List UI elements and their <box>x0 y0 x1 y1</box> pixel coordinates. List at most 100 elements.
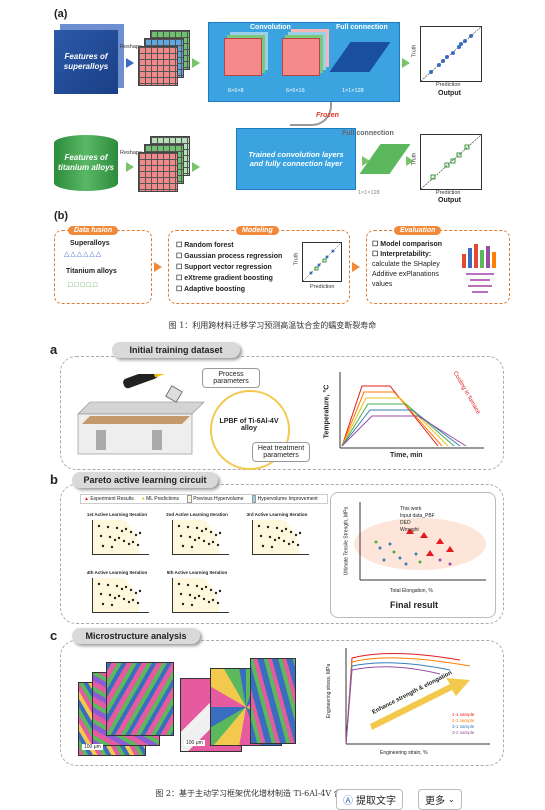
stress-axis-label: Engineering stress, MPa <box>326 663 333 719</box>
frozen-label: Frozen <box>316 112 339 119</box>
dim-label: 1×1×128 <box>342 88 364 94</box>
data-fusion-tab: Data fusion <box>68 226 119 235</box>
final-uts-label: Ultimate Tensile Strength, MPa <box>343 506 350 576</box>
truth-label: Truth <box>411 44 418 58</box>
output-label: Output <box>438 90 461 97</box>
legend-item: Previous Hypervolume <box>187 495 244 503</box>
panel-label-b: (b) <box>54 210 69 222</box>
iteration-plot: 1st Active Learning Iteration <box>82 512 152 560</box>
arrow-icon <box>192 58 200 68</box>
temperature-axis-label: Temperature, °C <box>323 384 331 439</box>
superalloys-features-label: Features of superalloys <box>63 52 109 71</box>
extract-text-button[interactable]: Ⓐ 提取文字 <box>336 789 403 810</box>
modeling-tab: Modeling <box>236 226 279 235</box>
panel-label-c: c <box>50 628 58 643</box>
section-a-box <box>60 356 504 470</box>
iteration-scatter <box>172 578 229 613</box>
sample-legend-item: 3-1 sample <box>452 724 475 729</box>
model-item: ☐ Adaptive boosting <box>176 286 246 293</box>
feature-map <box>282 38 320 76</box>
iteration-plot: 3rd Active Learning Iteration <box>242 512 312 560</box>
ebsd-map <box>250 658 296 744</box>
legend-item: ▲ Experiment Results <box>84 496 134 502</box>
final-legend-item: This work <box>400 506 422 512</box>
scatter-plot <box>302 242 342 282</box>
strain-axis-label: Engineering strain, % <box>380 750 428 756</box>
iteration-title: 4th Active Learning Iteration <box>86 570 148 575</box>
titanium-alloys-label: Titanium alloys <box>66 268 117 275</box>
arrow-icon <box>126 162 134 172</box>
eval-list: ☐ Model comparison ☐ Interpretability: c… <box>372 240 456 290</box>
section-b-title: Pareto active learning circuit <box>72 472 218 488</box>
section-c-box <box>60 640 504 766</box>
legend-item: Hypervolume Improvement <box>251 495 318 503</box>
iteration-title: 3rd Active Learning Iteration <box>246 512 308 517</box>
panel-label-a: a <box>50 342 58 357</box>
figure-2-caption: 图 2：基于主动学习框架优化增材制造 Ti-6Al-4V 合金的工艺参数 <box>155 789 390 798</box>
more-button[interactable]: 更多 ⌄ <box>418 789 462 810</box>
chevron-down-icon: ⌄ <box>448 795 455 804</box>
final-legend-item: DED <box>400 520 411 526</box>
triangle-icons: △△△△△△ <box>64 251 103 258</box>
reshape-label: Reshape <box>120 150 143 156</box>
iteration-plot: 2nd Active Learning Iteration <box>162 512 232 560</box>
figure-1: (a) Features of superalloys Reshape Conv… <box>40 0 510 330</box>
stress-strain-plot <box>330 644 494 756</box>
section-a-title: Initial training dataset <box>112 342 240 358</box>
reshape-label: Reshape <box>120 44 143 50</box>
sample-legend-item: 2-1 sample <box>452 718 475 723</box>
sample-legend-item: 3-2 sample <box>452 730 475 735</box>
dim-label: 6×6×8 <box>228 88 244 94</box>
eval-item: ☐ Interpretability: <box>372 251 432 258</box>
model-item: ☐ Support vector regression <box>176 264 272 271</box>
figure-2: a Initial training dataset Process param… <box>50 338 510 766</box>
final-legend-item: Wrought <box>400 527 419 533</box>
iteration-scatter <box>252 520 309 555</box>
bar-chart-icon <box>460 240 502 296</box>
model-list: ☐ Random forest ☐ Gaussian process regre… <box>176 240 282 295</box>
iteration-scatter <box>92 578 149 613</box>
temperature-chart <box>339 372 484 449</box>
scale-bar: 100 μm <box>184 740 205 746</box>
final-result-label: Final result <box>390 600 439 610</box>
prediction-label: Prediction <box>436 82 461 88</box>
model-item: ☐ Gaussian process regression <box>176 253 283 260</box>
titanium-features-block: Features of titanium alloys <box>54 135 118 191</box>
arrow-icon <box>192 162 200 172</box>
final-result-box <box>330 492 496 618</box>
truth-label: Truth <box>293 252 300 266</box>
input-grid <box>138 46 178 86</box>
convolution-label: Convolution <box>250 24 291 31</box>
square-icons: □□□□□ <box>68 282 100 289</box>
panel-label-b: b <box>50 472 58 487</box>
arrow-icon <box>352 262 360 272</box>
arrow-icon <box>362 156 370 166</box>
output-scatter <box>420 26 482 82</box>
iteration-plot: 4th Active Learning Iteration <box>82 570 152 618</box>
prediction-label: Prediction <box>310 284 335 290</box>
feature-map <box>224 38 262 76</box>
output-label: Output <box>438 197 461 204</box>
final-legend: This work Input data_PBF DED Wrought <box>400 506 435 534</box>
iteration-title: 1st Active Learning Iteration <box>86 512 148 517</box>
evaluation-tab: Evaluation <box>394 226 442 235</box>
sample-legend: 1-1 sample 2-1 sample 3-1 sample 3-2 sam… <box>452 712 474 736</box>
scatter-plot <box>420 134 482 190</box>
arrow-icon <box>406 156 414 166</box>
sample-legend-item: 1-1 sample <box>452 712 475 717</box>
superalloys-features-block: Features of superalloys <box>54 30 118 94</box>
iteration-plot: 5th Active Learning Iteration <box>162 570 232 618</box>
final-plot <box>350 498 490 588</box>
extract-text-label: 提取文字 <box>356 796 396 807</box>
arrow-icon <box>154 262 162 272</box>
section-b-box <box>60 484 504 624</box>
dim-label: 1×1×128 <box>358 190 380 196</box>
input-grid <box>138 152 178 192</box>
lpbf-label: LPBF of Ti-6Al-4V alloy <box>219 418 279 432</box>
iteration-title: 5th Active Learning Iteration <box>166 570 228 575</box>
time-axis-label: Time, min <box>390 452 423 459</box>
full-connection-label: Full connection <box>336 24 388 31</box>
lpbf-machine <box>72 366 210 458</box>
stress-strain-chart <box>345 648 490 745</box>
process-params-box: Process parameters <box>202 368 260 388</box>
